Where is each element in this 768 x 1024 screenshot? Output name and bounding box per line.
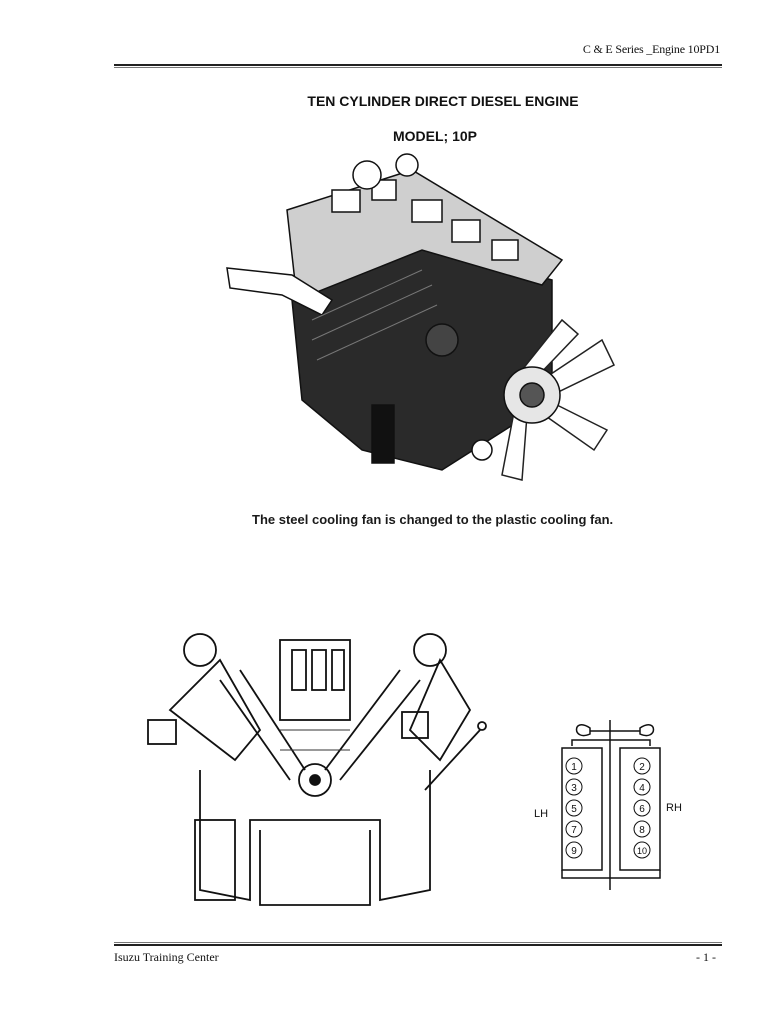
- model-label: MODEL; 10P: [392, 128, 477, 144]
- cyl-label-7: 7: [571, 825, 577, 836]
- cyl-label-9: 9: [571, 846, 577, 857]
- cyl-label-4: 4: [639, 783, 645, 794]
- footer-rule: [114, 944, 722, 946]
- engine-front-section-drawing: [147, 633, 487, 906]
- right-bank: [633, 757, 651, 859]
- footer-left-text: Isuzu Training Center: [114, 950, 219, 964]
- header-rule: [114, 64, 722, 66]
- cyl-label-2: 2: [639, 762, 645, 773]
- page-number: - 1 -: [696, 950, 716, 964]
- cyl-label-3: 3: [571, 783, 577, 794]
- engine-isometric-illustration: [226, 153, 615, 481]
- lh-label: LH: [534, 808, 548, 820]
- header-doc-ref: C & E Series _Engine 10PD1: [582, 42, 720, 56]
- left-bank: [565, 757, 583, 859]
- page-title: TEN CYLINDER DIRECT DIESEL ENGINE: [307, 93, 579, 109]
- figure1-caption: The steel cooling fan is changed to the …: [252, 512, 614, 527]
- footer-rule-thin: [114, 942, 722, 943]
- header-rule-thin: [114, 67, 722, 68]
- cyl-label-8: 8: [639, 825, 645, 836]
- cylinder-layout-diagram: 1 3 5 7 9 2 4 6 8 10 LH RH: [534, 720, 682, 890]
- cyl-label-1: 1: [571, 762, 577, 773]
- cyl-label-6: 6: [639, 804, 645, 815]
- rh-label: RH: [666, 802, 682, 814]
- cyl-label-5: 5: [571, 804, 577, 815]
- cyl-label-10: 10: [637, 846, 647, 856]
